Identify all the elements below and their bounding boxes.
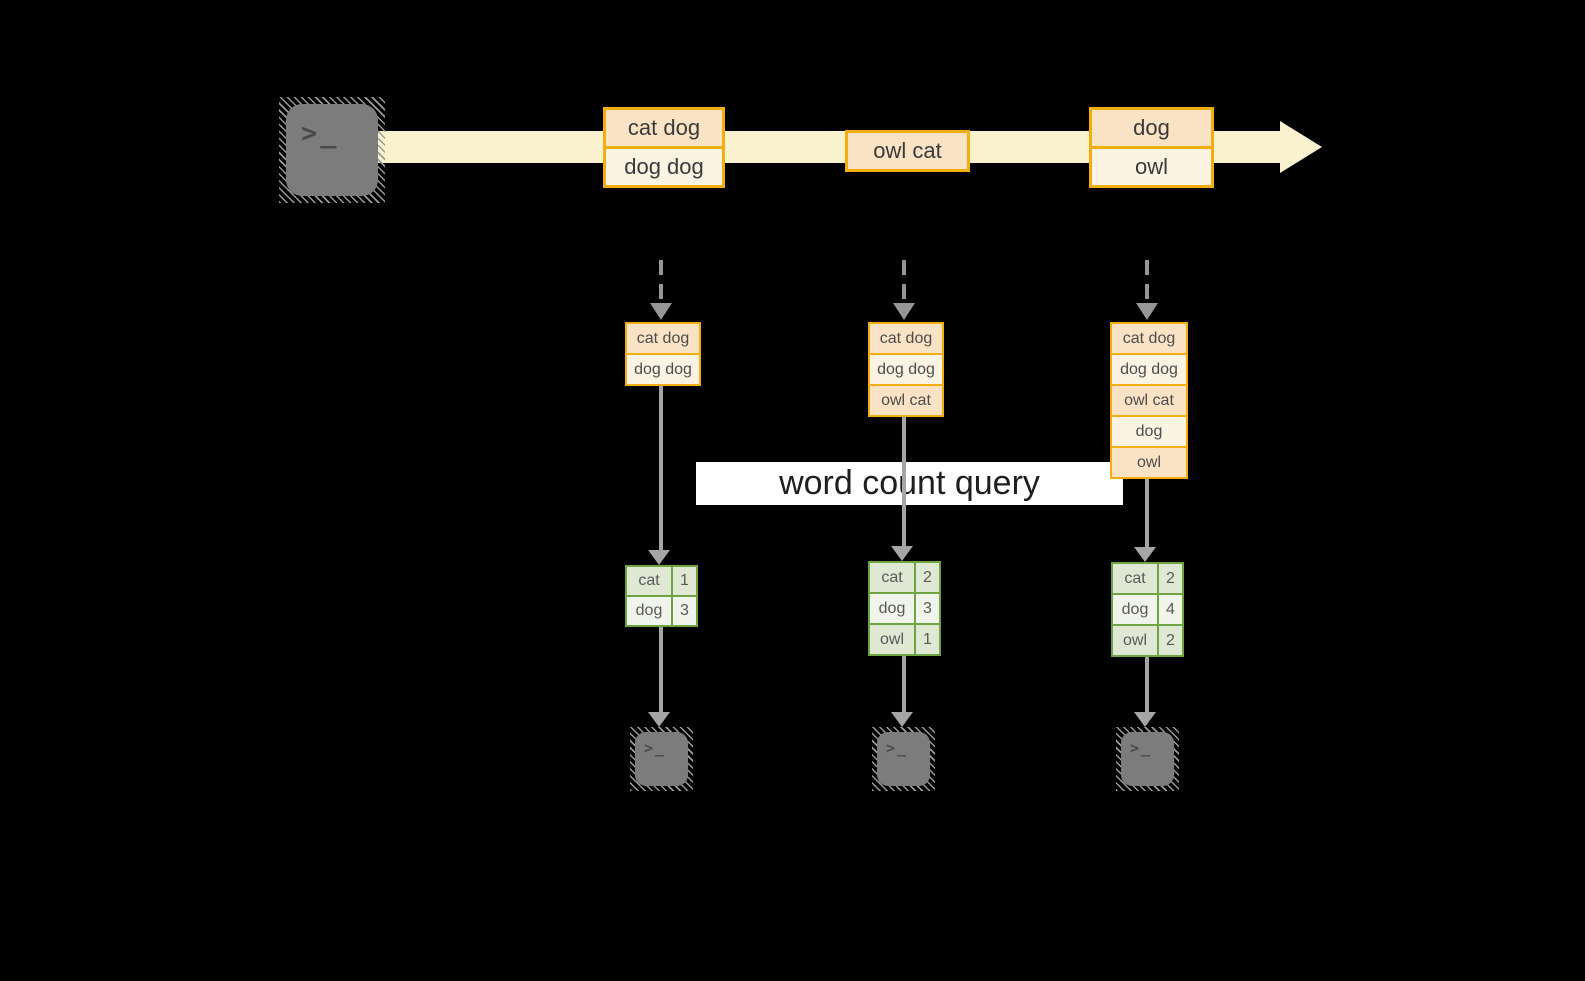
- terminal-prompt-icon: >_: [886, 739, 909, 757]
- count-table-1: cat 1 dog 3: [625, 565, 698, 627]
- terminal-screen: >_: [1121, 732, 1174, 786]
- dashed-arrow-line: [902, 260, 906, 302]
- stream-arrowhead-icon: [1280, 121, 1322, 173]
- sink-terminal-icon-3: >_: [1116, 727, 1179, 791]
- buffer-row: cat dog: [627, 324, 699, 353]
- sink-terminal-icon-1: >_: [630, 727, 693, 791]
- terminal-screen: >_: [635, 732, 688, 786]
- count-cell: 3: [673, 597, 696, 625]
- word-cell: dog: [627, 597, 671, 625]
- buffer-row: dog: [1112, 417, 1186, 446]
- buffer-row: owl cat: [1112, 386, 1186, 415]
- query-label: word count query: [779, 464, 1040, 502]
- flow-arrowhead-icon: [891, 712, 913, 727]
- buffer-row: dog dog: [627, 355, 699, 384]
- terminal-screen: >_: [877, 732, 930, 786]
- stream-event-box-1: cat dog dog dog: [603, 107, 725, 188]
- dashed-arrow-line: [1145, 260, 1149, 302]
- flow-line: [902, 417, 906, 546]
- flow-line: [659, 627, 663, 712]
- count-cell: 2: [1159, 564, 1182, 593]
- buffer-row: cat dog: [1112, 324, 1186, 353]
- buffer-row: cat dog: [870, 324, 942, 353]
- count-cell: 2: [1159, 626, 1182, 655]
- flow-arrowhead-icon: [648, 550, 670, 565]
- word-cell: cat: [1113, 564, 1157, 593]
- buffer-row: dog dog: [870, 355, 942, 384]
- terminal-prompt-icon: >_: [1130, 739, 1153, 757]
- query-label-band: word count query: [696, 462, 1123, 505]
- flow-line: [902, 656, 906, 712]
- event-row: owl: [1092, 149, 1211, 185]
- flow-arrowhead-icon: [648, 712, 670, 727]
- count-cell: 1: [673, 567, 696, 595]
- buffer-stack-2: cat dog dog dog owl cat: [868, 322, 944, 417]
- buffer-stack-3: cat dog dog dog owl cat dog owl: [1110, 322, 1188, 479]
- word-cell: dog: [870, 594, 914, 623]
- word-cell: cat: [870, 563, 914, 592]
- buffer-row: dog dog: [1112, 355, 1186, 384]
- stream-event-box-2: owl cat: [845, 130, 970, 172]
- count-cell: 4: [1159, 595, 1182, 624]
- event-row: cat dog: [606, 110, 722, 146]
- dashed-arrowhead-icon: [893, 303, 915, 320]
- count-cell: 1: [916, 625, 939, 654]
- event-row: dog dog: [606, 149, 722, 185]
- buffer-row: owl: [1112, 448, 1186, 477]
- flow-line: [1145, 657, 1149, 712]
- flow-line: [659, 386, 663, 550]
- word-cell: owl: [870, 625, 914, 654]
- word-cell: cat: [627, 567, 671, 595]
- terminal-prompt-icon: >_: [301, 118, 340, 149]
- stream-event-box-3: dog owl: [1089, 107, 1214, 188]
- flow-line: [1145, 479, 1149, 547]
- flow-arrowhead-icon: [1134, 712, 1156, 727]
- source-terminal-icon: >_: [279, 97, 385, 203]
- terminal-prompt-icon: >_: [644, 739, 667, 757]
- count-table-2: cat 2 dog 3 owl 1: [868, 561, 941, 656]
- count-cell: 2: [916, 563, 939, 592]
- buffer-row: owl cat: [870, 386, 942, 415]
- event-row: dog: [1092, 110, 1211, 146]
- buffer-stack-1: cat dog dog dog: [625, 322, 701, 386]
- word-cell: owl: [1113, 626, 1157, 655]
- count-table-3: cat 2 dog 4 owl 2: [1111, 562, 1184, 657]
- dashed-arrow-line: [659, 260, 663, 302]
- dashed-arrowhead-icon: [1136, 303, 1158, 320]
- flow-arrowhead-icon: [891, 546, 913, 561]
- count-cell: 3: [916, 594, 939, 623]
- terminal-screen: >_: [286, 104, 378, 196]
- sink-terminal-icon-2: >_: [872, 727, 935, 791]
- flow-arrowhead-icon: [1134, 547, 1156, 562]
- event-row: owl cat: [848, 133, 967, 169]
- word-cell: dog: [1113, 595, 1157, 624]
- dashed-arrowhead-icon: [650, 303, 672, 320]
